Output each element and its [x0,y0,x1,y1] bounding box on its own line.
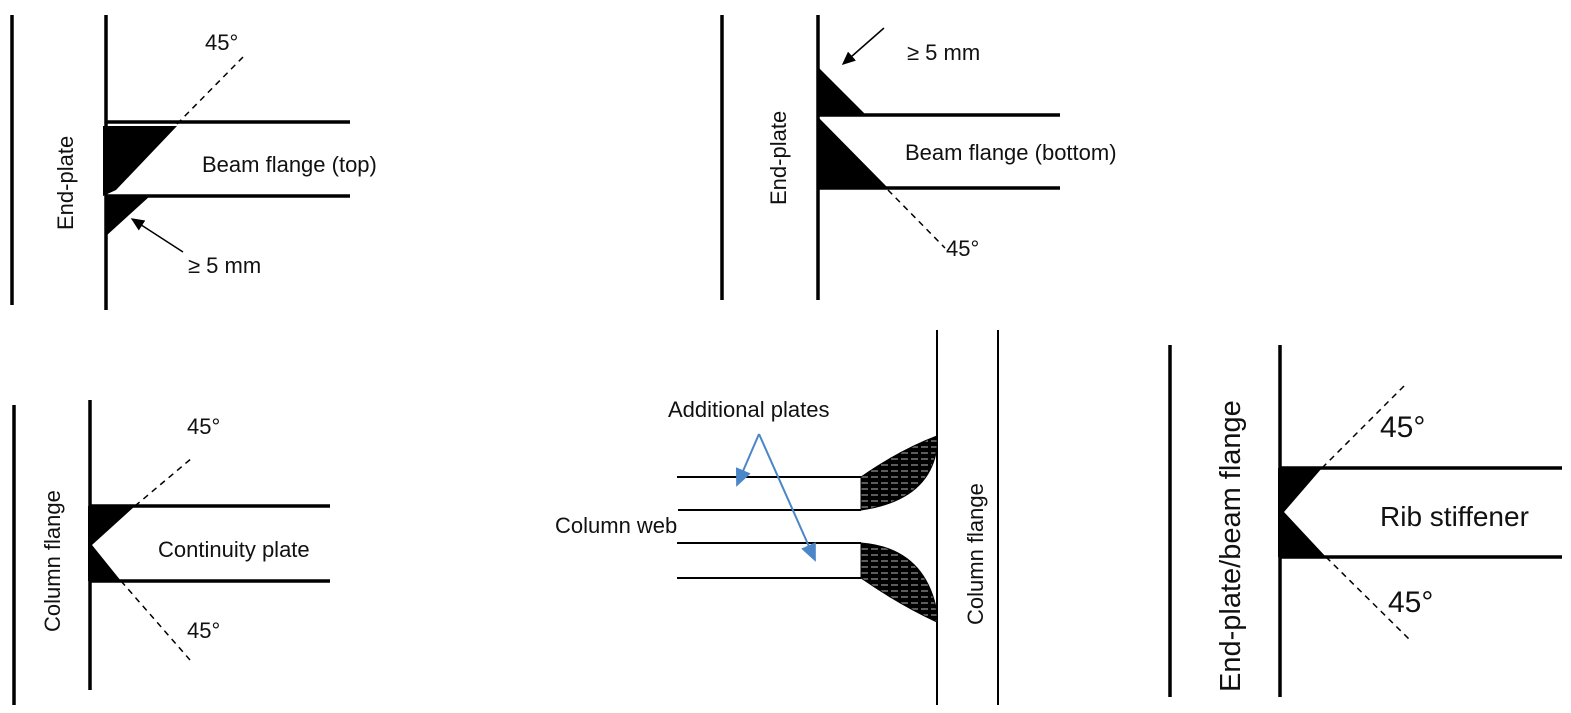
bottom-weld [860,542,938,623]
plate-label: Column flange [40,490,65,632]
member-label: Beam flange (top) [202,152,377,177]
plate-label: End-plate [53,136,78,230]
fillet-weld [818,67,866,115]
top-weld [860,435,938,511]
member-label: Continuity plate [158,537,310,562]
full-penetration-weld [818,117,888,188]
bottom-weld [1278,512,1326,557]
plate-label: End-plate [766,111,791,205]
angle-guide-top [1321,384,1406,469]
angle-guide-bottom [1325,556,1411,641]
additional-plates-label: Additional plates [668,397,829,422]
angle-guide-line [176,54,246,125]
size-arrow [841,27,885,65]
panel-additional-plates: Additional plates Column web Column flan… [555,330,999,705]
bottom-weld [88,545,121,581]
plate-label: End-plate/beam flange [1215,400,1247,692]
panel-continuity-plate-weld: 45° 45° Continuity plate Column flange [12,400,330,705]
angle-guide-line [887,189,946,249]
panel-rib-stiffener-weld: 45° 45° Rib stiffener End-plate/beam fla… [1168,345,1562,697]
angle-guide-top [134,457,193,507]
column-web-label: Column web [555,513,677,538]
top-weld [1278,468,1322,512]
panel-top-flange-weld: 45° ≥ 5 mm Beam flange (top) End-plate [10,15,377,310]
weld-size-label: ≥ 5 mm [188,253,261,278]
angle-label-top: 45° [1380,411,1425,444]
full-penetration-weld [103,126,177,196]
angle-label-top: 45° [187,414,220,439]
top-weld [88,506,135,545]
weld-size-label: ≥ 5 mm [907,40,980,65]
arrow-to-plate-2 [758,433,816,562]
member-label: Rib stiffener [1380,501,1529,532]
fillet-weld [106,196,150,236]
column-flange-label: Column flange [963,483,988,625]
angle-label-bottom: 45° [1388,586,1433,619]
angle-guide-bottom [120,580,191,661]
angle-label-bottom: 45° [187,618,220,643]
panel-bottom-flange-weld: ≥ 5 mm 45° Beam flange (bottom) End-plat… [720,15,1117,300]
member-label: Beam flange (bottom) [905,140,1117,165]
angle-label: 45° [205,30,238,55]
angle-label: 45° [946,236,979,261]
size-arrow [130,218,184,253]
arrow-to-plate-1 [735,433,760,487]
